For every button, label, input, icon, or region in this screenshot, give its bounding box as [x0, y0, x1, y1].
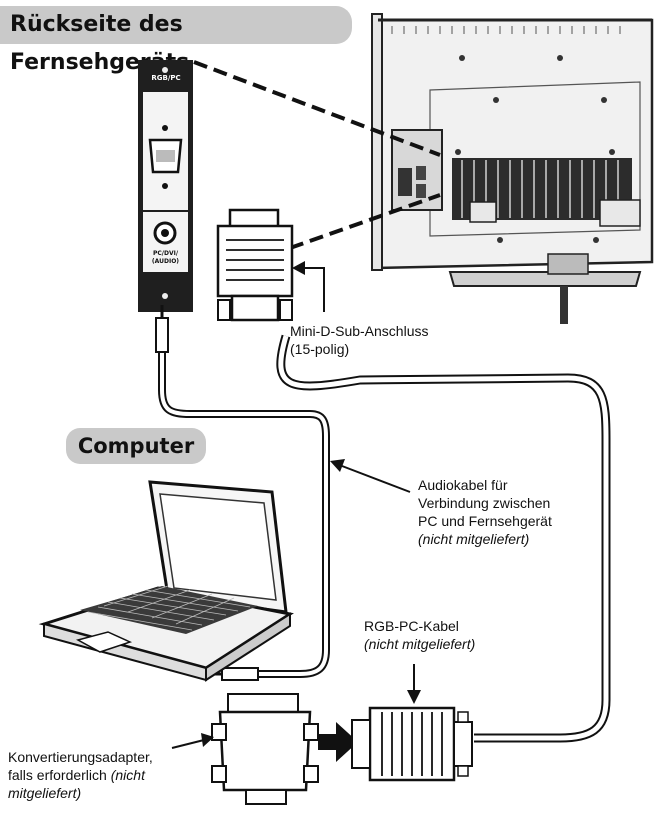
mini-dsub-label-line-2: (15-polig)	[290, 341, 350, 357]
audio-cable-pointer	[330, 459, 411, 493]
rgb-cable-pointer	[407, 664, 421, 704]
rgb-cable-label-line-2: (nicht mitgeliefert)	[364, 636, 476, 652]
rgb-cable-label: RGB-PC-Kabel (nicht mitgeliefert)	[364, 617, 475, 653]
adapter-pointer	[171, 733, 214, 749]
audio-cable-label-line-2: Verbindung zwischen	[418, 495, 551, 511]
zoom-guide-lines	[193, 60, 441, 250]
panel-rgb-label: RGB/PC	[151, 74, 181, 82]
adapter-label: Konvertierungsadapter, falls erforderlic…	[8, 748, 153, 802]
pc-vga-plug	[351, 706, 473, 782]
computer-heading: Computer	[66, 428, 206, 464]
tv-vga-plug	[216, 208, 611, 743]
audio-cable	[155, 305, 330, 681]
mini-dsub-label-line-1: Mini-D-Sub-Anschluss	[290, 323, 429, 339]
audio-cable-label: Audiokabel für Verbindung zwischen PC un…	[418, 476, 552, 548]
adapter-label-line-3: (nicht	[110, 767, 145, 783]
tv-illustration	[371, 13, 654, 324]
tv-back-heading: Rückseite des Fernsehgeräts	[0, 6, 352, 75]
connect-arrow	[318, 722, 358, 762]
audio-cable-label-line-1: Audiokabel für	[418, 477, 508, 493]
adapter-label-line-1: Konvertierungsadapter,	[8, 749, 153, 765]
audio-cable-label-line-3: PC und Fernsehgerät	[418, 513, 552, 529]
laptop-illustration	[38, 480, 294, 682]
conversion-adapter	[211, 693, 319, 805]
panel-audio-label-2: (AUDIO)	[151, 258, 180, 265]
rgb-cable-label-line-1: RGB-PC-Kabel	[364, 618, 459, 634]
adapter-label-line-2: falls erforderlich	[8, 767, 107, 783]
panel-audio-label-1: PC/DVI/	[152, 250, 179, 257]
mini-dsub-pointer	[292, 261, 325, 312]
audio-cable-label-line-4: (nicht mitgeliefert)	[418, 531, 530, 547]
mini-dsub-label: Mini-D-Sub-Anschluss (15-polig)	[290, 322, 428, 358]
tv-terminal-panel	[138, 60, 193, 312]
adapter-label-line-4: mitgeliefert)	[8, 785, 82, 801]
